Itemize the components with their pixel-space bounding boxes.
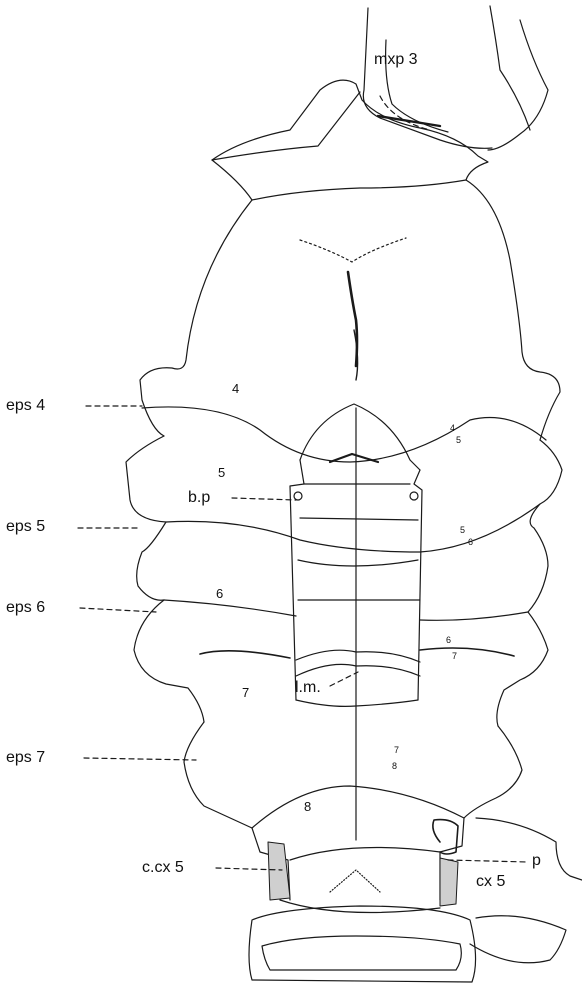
segment-8: 8 [304, 800, 311, 813]
suture-5-top: 5 [460, 526, 465, 535]
label-lm: l.m. [295, 680, 321, 696]
pore-right [410, 492, 418, 500]
pore-left [294, 492, 302, 500]
suture-7-bot: 8 [392, 762, 397, 771]
median-groove [348, 272, 358, 380]
label-eps6: eps 6 [6, 600, 45, 616]
suture-6-bot: 7 [452, 652, 457, 661]
suture-4-bot: 5 [456, 436, 461, 445]
label-bp: b.p [188, 490, 210, 506]
segment-7: 7 [242, 686, 249, 699]
rounded-base [249, 906, 476, 982]
median-plate [290, 404, 422, 840]
label-p: p [532, 853, 541, 869]
anterior-plate [212, 80, 488, 262]
suture-4-top: 4 [450, 424, 455, 433]
label-eps4: eps 4 [6, 398, 45, 414]
label-mxp3: mxp 3 [374, 52, 418, 68]
segment-5: 5 [218, 466, 225, 479]
label-eps5: eps 5 [6, 519, 45, 535]
segment-4: 4 [232, 382, 239, 395]
label-ccx5: c.cx 5 [142, 860, 184, 876]
suture-5-bot: 6 [468, 538, 473, 547]
suture-6-top: 6 [446, 636, 451, 645]
label-eps7: eps 7 [6, 750, 45, 766]
label-cx5: cx 5 [476, 874, 505, 890]
posterior-plate [252, 818, 464, 913]
transverse-sutures [142, 407, 546, 828]
segment-6: 6 [216, 587, 223, 600]
maxilliped-3-outline [363, 6, 548, 150]
suture-7-top: 7 [394, 746, 399, 755]
